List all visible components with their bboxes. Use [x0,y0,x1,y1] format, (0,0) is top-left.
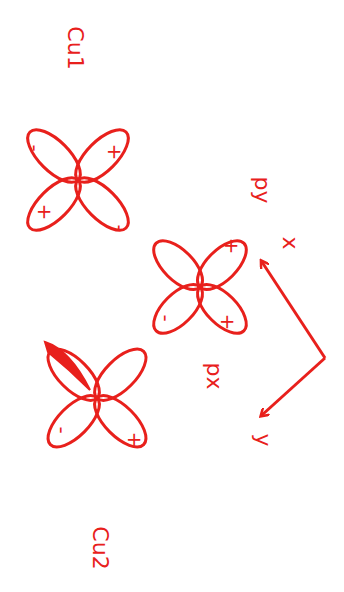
atom-label: Cu2 [89,526,111,569]
sign-label: + [125,432,145,449]
lobe [86,341,154,409]
sign-label: y [252,433,274,446]
axis-arrow [262,262,325,358]
sign-label: - [156,314,176,321]
sign-label: + [105,144,125,161]
sign-label: - [52,426,72,433]
sign-label: + [35,204,55,221]
sign-label: - [110,224,130,231]
shaded-lobe [45,342,90,390]
atom-label: Cu1 [64,26,86,69]
sign-label: + [218,314,238,331]
sign-label: x [279,236,301,249]
sign-label: + [222,238,242,255]
lobe [189,233,254,298]
lobe [67,121,136,190]
orbital-lobes [19,121,254,455]
axis-arrow [262,358,325,415]
atom-label: px [203,363,225,390]
atom-label: py [251,177,273,204]
sign-label: - [25,144,45,151]
